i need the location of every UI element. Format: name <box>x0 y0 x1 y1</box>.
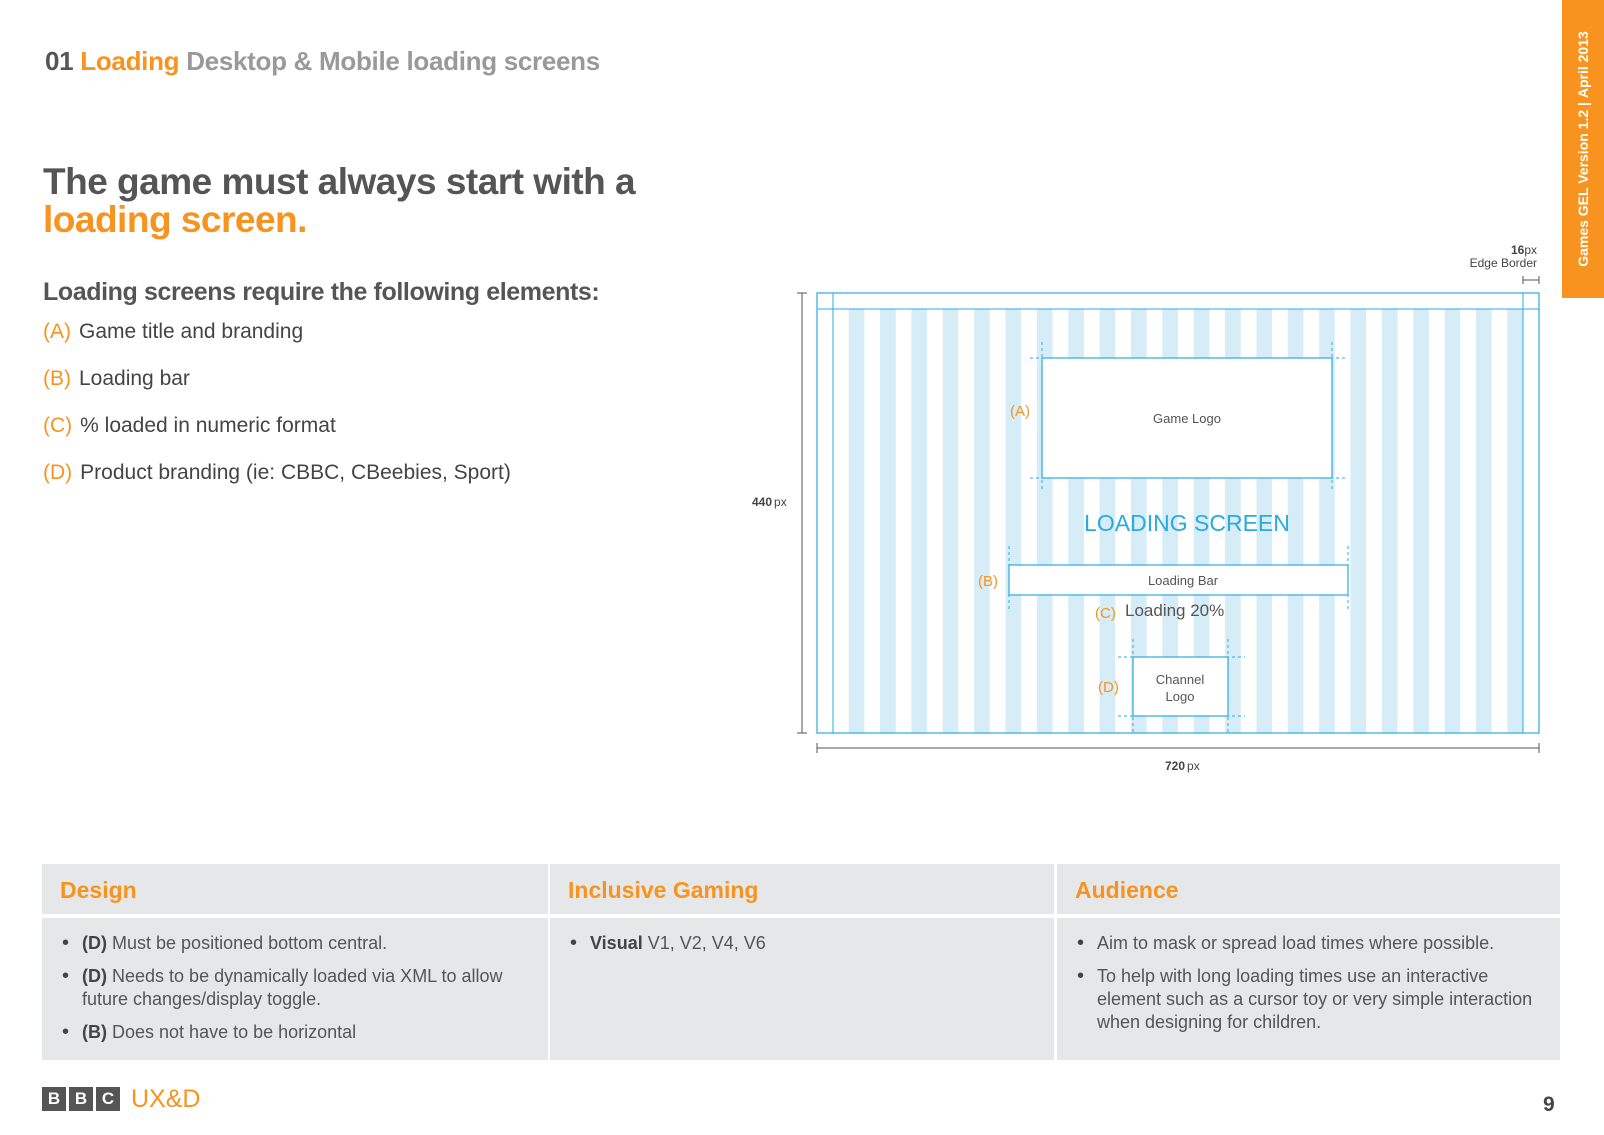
edge-value: 16 <box>1511 243 1525 257</box>
column-stripe <box>974 309 990 733</box>
inclusive-list: Visual V1, V2, V4, V6 <box>570 932 1038 965</box>
requirement-tag: (B) <box>43 367 71 390</box>
bbc-letter: B <box>69 1087 93 1111</box>
section-title: Loading <box>80 46 180 76</box>
list-item: Visual V1, V2, V4, V6 <box>570 932 1038 955</box>
headline: The game must always start with a loadin… <box>43 161 636 240</box>
tag-c: (C) <box>1095 605 1116 622</box>
page-number: 9 <box>1543 1093 1555 1116</box>
edge-unit: px <box>1524 243 1537 257</box>
design-panel-title: Design <box>60 877 137 903</box>
loading-screen-title: LOADING SCREEN <box>1084 510 1290 536</box>
column-stripe <box>1413 309 1429 733</box>
bbc-letter: B <box>42 1087 66 1111</box>
bbc-letter: C <box>96 1087 120 1111</box>
design-panel-header: Design <box>42 864 548 914</box>
item-tag: (D) <box>82 933 107 953</box>
game-logo-placeholder: Game Logo <box>1030 342 1346 492</box>
list-item: To help with long loading times use an i… <box>1077 965 1544 1034</box>
audience-panel-header: Audience <box>1057 864 1560 914</box>
loading-bar-label: Loading Bar <box>1148 573 1219 588</box>
requirement-text: Game title and branding <box>79 320 304 343</box>
height-unit: px <box>774 495 787 509</box>
item-tag: (B) <box>82 1022 107 1042</box>
channel-logo-placeholder: Channel Logo <box>1118 639 1245 733</box>
section-subtitle: Desktop & Mobile loading screens <box>186 46 600 76</box>
requirement-tag: (A) <box>43 320 71 343</box>
width-unit: px <box>1187 759 1200 773</box>
audience-panel-title: Audience <box>1075 877 1179 903</box>
design-panel-body: (D) Must be positioned bottom central. (… <box>42 918 548 1060</box>
inclusive-panel-header: Inclusive Gaming <box>550 864 1054 914</box>
item-text: Needs to be dynamically loaded via XML t… <box>82 966 503 1009</box>
list-item: (D) Needs to be dynamically loaded via X… <box>62 965 532 1011</box>
requirement-tag: (D) <box>43 461 73 484</box>
section-number: 01 <box>45 46 74 76</box>
side-tab: Games GEL Version 1.2 | April 2013 <box>1562 0 1604 298</box>
item-text: Does not have to be horizontal <box>112 1022 357 1042</box>
loading-percent-text: Loading 20% <box>1125 601 1224 620</box>
column-stripe <box>848 309 865 733</box>
column-stripe <box>1005 309 1022 733</box>
requirement-text: Loading bar <box>79 367 190 390</box>
headline-line1: The game must always start with a <box>43 161 636 202</box>
headline-line2: loading screen. <box>43 199 307 240</box>
page-header: 01 Loading Desktop & Mobile loading scre… <box>45 46 600 77</box>
inclusive-panel-title: Inclusive Gaming <box>568 877 759 903</box>
inclusive-panel-body: Visual V1, V2, V4, V6 <box>550 918 1054 1060</box>
channel-logo-label-1: Channel <box>1156 672 1205 687</box>
column-stripe <box>880 309 896 733</box>
item-text: V1, V2, V4, V6 <box>647 933 766 953</box>
list-item: Aim to mask or spread load times where p… <box>1077 932 1544 955</box>
column-stripe <box>1444 309 1461 733</box>
item-text: Aim to mask or spread load times where p… <box>1097 933 1495 953</box>
list-item: (D) Must be positioned bottom central. <box>62 932 532 955</box>
side-tab-separator: | <box>1575 102 1591 106</box>
requirement-text: % loaded in numeric format <box>80 414 336 437</box>
requirement-item: (B) Loading bar <box>43 367 190 391</box>
requirements-title: Loading screens require the following el… <box>43 278 600 306</box>
edge-border-label: Edge Border <box>1470 256 1537 270</box>
item-text: Must be positioned bottom central. <box>112 933 388 953</box>
screen-frame <box>816 292 1540 734</box>
tag-a: (A) <box>1010 403 1030 420</box>
design-list: (D) Must be positioned bottom central. (… <box>62 932 532 1054</box>
edge-border-size: 16px <box>1511 243 1537 257</box>
column-stripe <box>1350 309 1367 733</box>
tag-d: (D) <box>1098 679 1119 696</box>
item-text: To help with long loading times use an i… <box>1097 966 1533 1032</box>
tag-b: (B) <box>978 573 998 590</box>
list-item: (B) Does not have to be horizontal <box>62 1021 532 1044</box>
requirement-item: (C) % loaded in numeric format <box>43 414 336 438</box>
audience-panel-body: Aim to mask or spread load times where p… <box>1057 918 1560 1060</box>
column-stripe <box>1507 309 1523 733</box>
column-stripe <box>1381 309 1398 733</box>
width-value: 720 <box>1165 759 1185 773</box>
game-logo-label: Game Logo <box>1153 411 1221 426</box>
channel-logo-label-2: Logo <box>1166 689 1195 704</box>
column-stripe <box>911 309 928 733</box>
requirement-tag: (C) <box>43 414 73 437</box>
item-tag: Visual <box>590 933 643 953</box>
height-value: 440 <box>752 495 772 509</box>
uxd-label: UX&D <box>131 1085 201 1113</box>
column-stripe <box>942 309 959 733</box>
loading-bar-placeholder: Loading Bar <box>1008 546 1349 612</box>
requirement-item: (A) Game title and branding <box>43 320 303 344</box>
column-stripe <box>1475 309 1492 733</box>
item-tag: (D) <box>82 966 107 986</box>
requirement-text: Product branding (ie: CBBC, CBeebies, Sp… <box>80 461 511 484</box>
audience-list: Aim to mask or spread load times where p… <box>1077 932 1544 1044</box>
guide-version: Games GEL Version 1.2 <box>1575 109 1591 267</box>
requirement-item: (D) Product branding (ie: CBBC, CBeebies,… <box>43 461 511 485</box>
guide-date: April 2013 <box>1575 31 1591 99</box>
